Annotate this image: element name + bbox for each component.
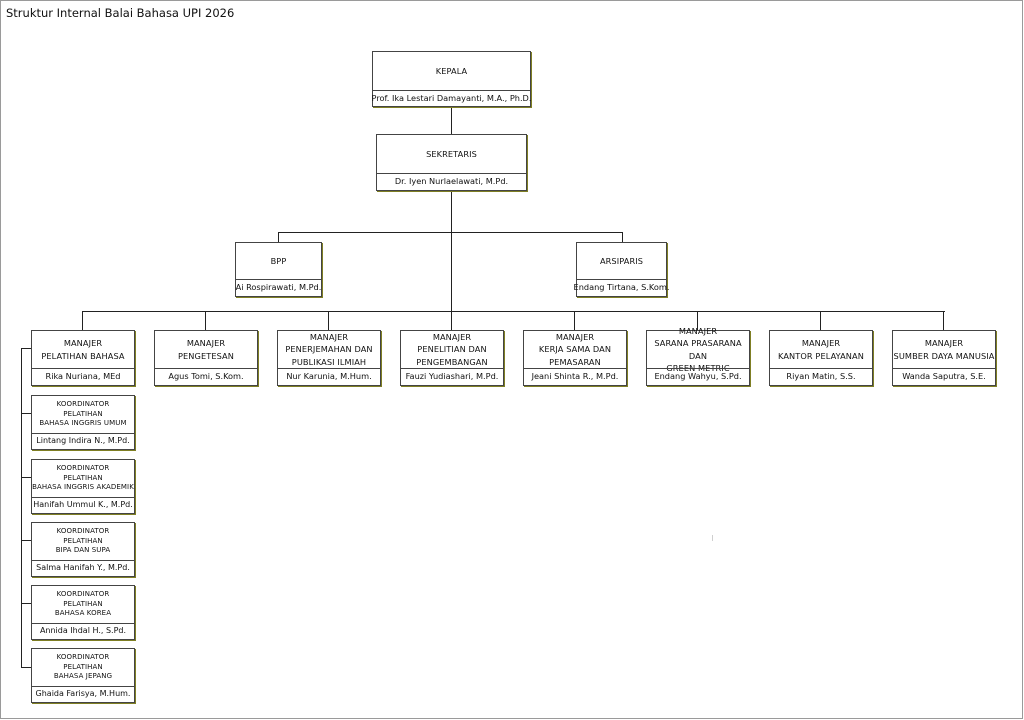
- connector-manager-drop: [697, 311, 698, 330]
- kepala-box[interactable]: KEPALA Prof. Ika Lestari Damayanti, M.A.…: [372, 51, 531, 107]
- arsiparis-name: Endang Tirtana, S.Kom.: [573, 282, 670, 292]
- manager-name: Riyan Matin, S.S.: [786, 371, 856, 381]
- coordinator-name: Annida Ihdal H., S.Pd.: [39, 626, 127, 635]
- connector-manager-drop: [574, 311, 575, 330]
- coordinator-name: Ghaida Farisya, M.Hum.: [35, 689, 131, 698]
- manager-name: Fauzi Yudiashari, M.Pd.: [405, 371, 499, 381]
- connector-manager-drop: [328, 311, 329, 330]
- manager-name: Jeani Shinta R., M.Pd.: [531, 371, 619, 381]
- connector-spine-top: [21, 348, 31, 349]
- page-title: Struktur Internal Balai Bahasa UPI 2026: [6, 6, 235, 20]
- bpp-name: Ai Rospirawati, M.Pd.: [235, 282, 322, 292]
- kepala-role: KEPALA: [435, 65, 468, 76]
- manager-name: Wanda Saputra, S.E.: [902, 371, 986, 381]
- sekretaris-box[interactable]: SEKRETARIS Dr. Iyen Nurlaelawati, M.Pd.: [376, 134, 527, 191]
- stray-mark: [712, 535, 713, 541]
- kepala-name: Prof. Ika Lestari Damayanti, M.A., Ph.D.: [371, 92, 532, 103]
- connector-coordinator-tick: [21, 540, 31, 541]
- arsiparis-box[interactable]: ARSIPARIS Endang Tirtana, S.Kom.: [573, 242, 670, 297]
- connector-manager-drop: [820, 311, 821, 330]
- bpp-role: BPP: [270, 255, 287, 266]
- connector-coordinator-tick: [21, 413, 31, 414]
- connector-coordinator-tick: [21, 603, 31, 604]
- manager-name: Agus Tomi, S.Kom.: [168, 371, 244, 381]
- manager-name: Nur Karunia, M.Hum.: [286, 371, 372, 381]
- sekretaris-role: SEKRETARIS: [426, 148, 477, 159]
- connector-manager-drop: [205, 311, 206, 330]
- arsiparis-role: ARSIPARIS: [599, 255, 644, 266]
- connector-manager-drop: [451, 311, 452, 330]
- connector-staff-bar: [278, 232, 623, 233]
- connector-manager-bar: [82, 311, 945, 312]
- sekretaris-name: Dr. Iyen Nurlaelawati, M.Pd.: [394, 176, 509, 186]
- connector-manager-drop: [943, 311, 944, 330]
- coordinator-name: Salma Hanifah Y., M.Pd.: [36, 563, 130, 572]
- connector-coordinator-tick: [21, 477, 31, 478]
- coordinator-name: Lintang Indira N., M.Pd.: [36, 436, 130, 445]
- manager-name: Endang Wahyu, S.Pd.: [654, 371, 742, 381]
- connector-kepala-sekretaris: [451, 106, 452, 134]
- coordinator-name: Hanifah Ummul K., M.Pd.: [33, 500, 133, 509]
- connector-manager-drop: [82, 311, 83, 330]
- bpp-box[interactable]: BPP Ai Rospirawati, M.Pd.: [235, 242, 322, 297]
- connector-bpp: [278, 232, 279, 242]
- connector-sekretaris-down: [451, 191, 452, 311]
- manager-name: Rika Nuriana, MEd: [45, 371, 121, 381]
- connector-arsiparis: [622, 232, 623, 242]
- connector-coordinator-tick: [21, 667, 31, 668]
- connector-coordinator-spine: [21, 348, 22, 667]
